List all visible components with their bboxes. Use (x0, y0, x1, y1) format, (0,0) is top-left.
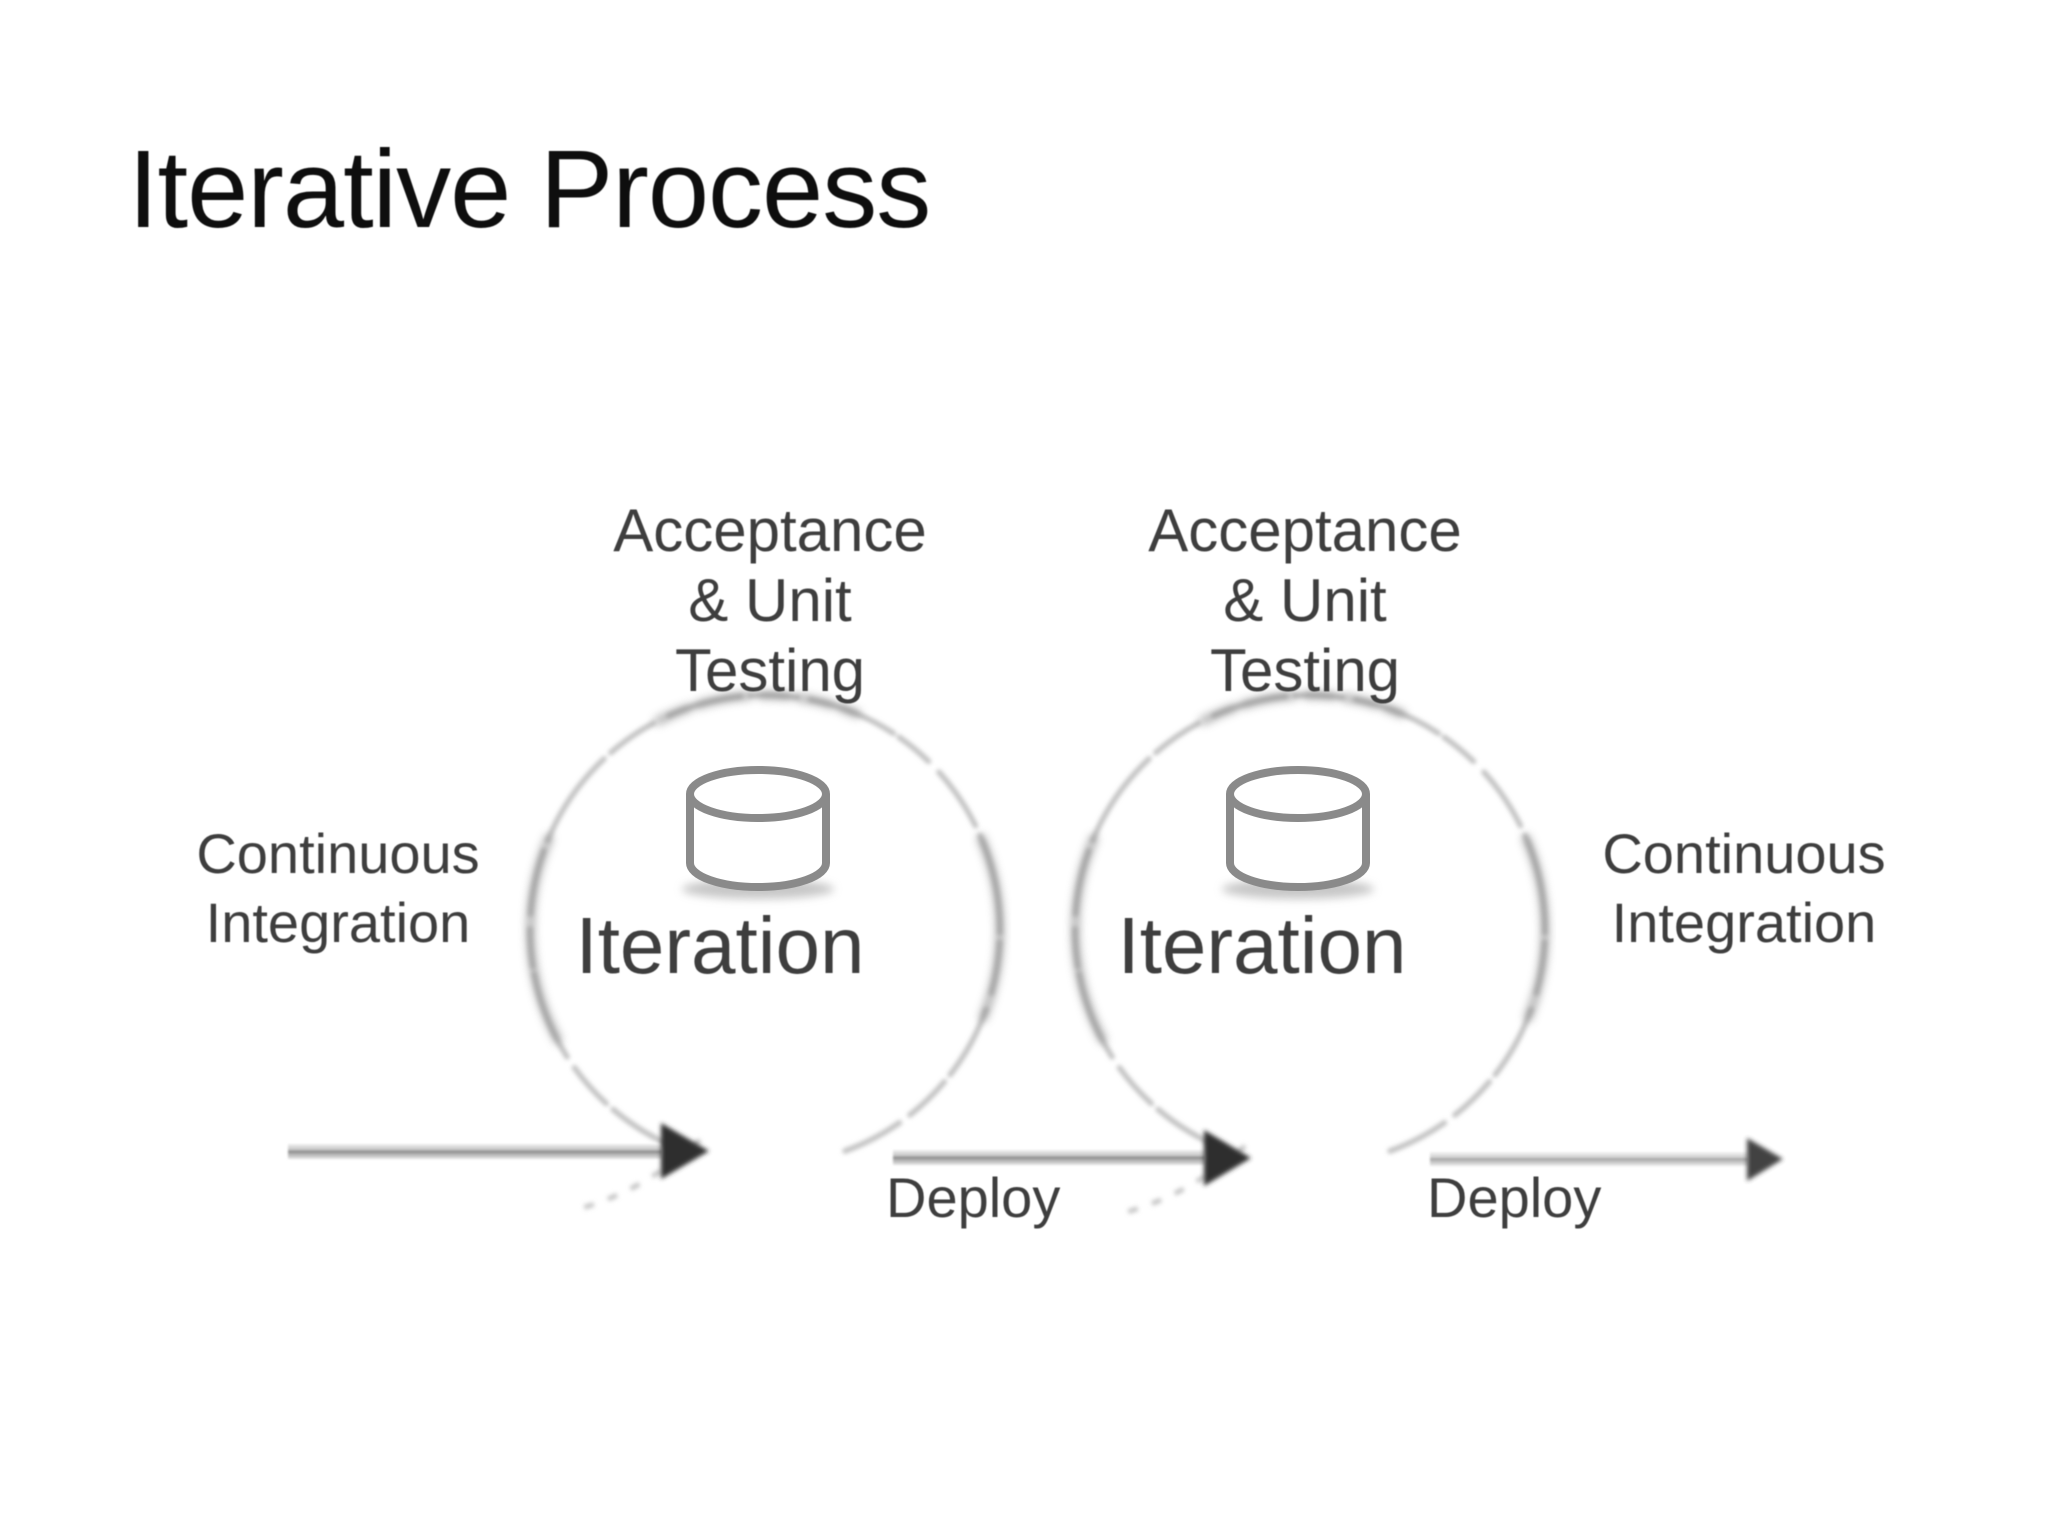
loop-arc-right-shade (977, 834, 1004, 1022)
iteration-loop-2 (1071, 691, 1549, 1215)
ci-label-line: Integration (1611, 891, 1877, 954)
testing-label-line: Testing (1209, 637, 1401, 704)
flow-arrow-1-shaft (288, 1144, 662, 1159)
testing-label-line: & Unit (1223, 567, 1387, 634)
continuous-integration-label-right: Continuous Integration (1602, 819, 1885, 957)
database-icon-top (686, 766, 830, 822)
database-icon-top (1226, 766, 1370, 822)
loop-2-iteration-label: Iteration (1117, 901, 1407, 990)
database-icon (686, 766, 830, 891)
flow-arrow-2-head (1204, 1130, 1251, 1186)
loop-arc-right-shade (1522, 834, 1549, 1022)
loop-1-iteration-label: Iteration (575, 901, 865, 990)
testing-label-line: Acceptance (613, 497, 927, 564)
loop-arc-top-shade (654, 691, 861, 725)
deploy-label-1: Deploy (886, 1166, 1061, 1229)
ci-label-line: Continuous (196, 822, 480, 885)
loop-arc-left-shade (1071, 834, 1107, 1044)
loop-2-testing-label: Acceptance & Unit Testing (1148, 496, 1462, 706)
ci-label-line: Integration (205, 891, 471, 954)
database-icon (1226, 766, 1370, 891)
loop-arc-top-shade (1199, 691, 1406, 725)
testing-label-line: Acceptance (1148, 497, 1462, 564)
flow-arrow-3-shaft (1430, 1152, 1748, 1166)
ci-label-line: Continuous (1602, 822, 1886, 885)
deploy-label-2: Deploy (1427, 1166, 1602, 1229)
flow-arrows (288, 1123, 1783, 1190)
testing-label-line: Testing (674, 637, 866, 704)
flow-arrow-2-shaft (893, 1150, 1205, 1165)
iteration-loop-1 (526, 691, 1004, 1211)
flow-arrow-3-head (1747, 1138, 1783, 1181)
flow-arrow-1-head (661, 1123, 709, 1179)
loop-1-testing-label: Acceptance & Unit Testing (613, 496, 927, 706)
testing-label-line: & Unit (688, 567, 852, 634)
loop-arc-left-shade (526, 834, 562, 1044)
continuous-integration-label-left: Continuous Integration (196, 819, 479, 957)
page-title: Iterative Process (128, 128, 931, 251)
